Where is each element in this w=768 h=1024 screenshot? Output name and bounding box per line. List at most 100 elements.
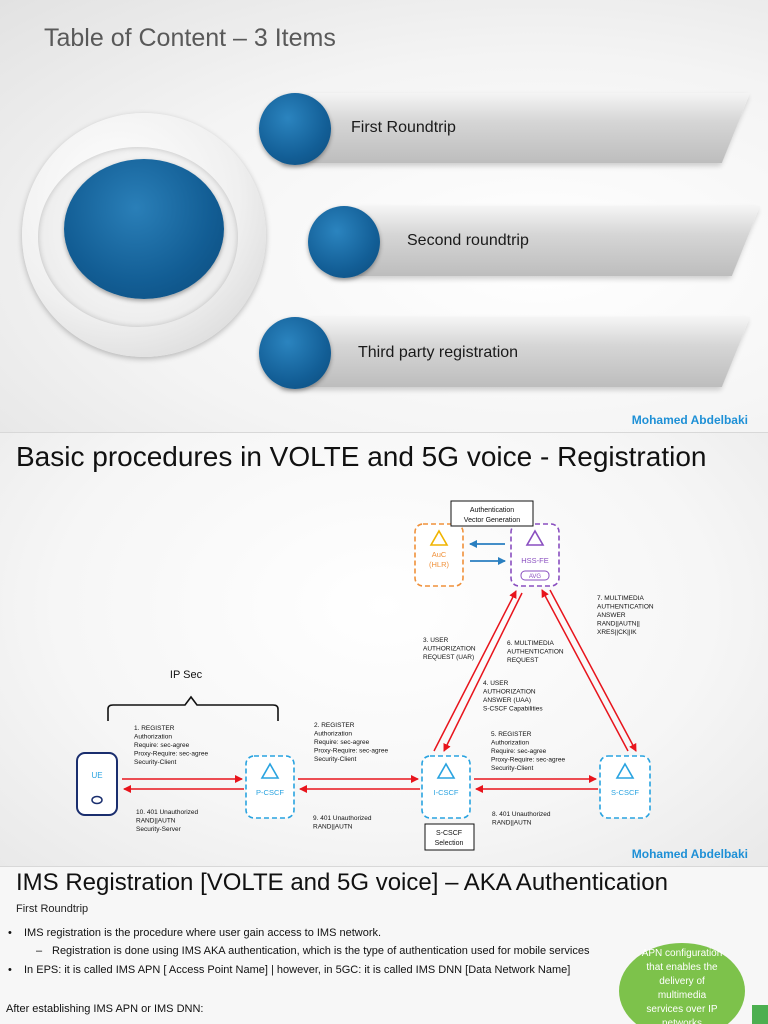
message-line: 5. REGISTER [491,731,532,738]
arrow-3-uar [433,590,517,752]
callout-line: multimedia [657,990,707,1001]
callout-line: that enables the [646,962,718,973]
toc-bullet-1 [259,93,331,165]
slide-title: Table of Content – 3 Items [44,24,336,52]
message-line: RAND||AUTN|| [597,621,640,628]
message-line: Require: sec-agree [491,748,547,755]
toc-bullet-2 [308,206,380,278]
slide-subtitle: First Roundtrip [16,903,89,915]
message-line: 9. 401 Unauthorized [313,815,372,822]
message-line: Authorization [134,734,172,741]
registration-diagram: IP Sec UE P-CSCF I-CSCF S-CSCF [76,500,654,851]
message-line: Authorization [491,740,529,747]
slide-separator [0,432,768,433]
message-line: Proxy-Require: sec-agree [491,757,565,764]
toc-band-2 [331,206,761,276]
hlr-label: (HLR) [429,560,450,569]
toc-item-1: First Roundtrip [351,119,456,136]
message-line: ANSWER (UAA) [483,697,531,704]
message-line: S-CSCF Capabilities [483,706,543,713]
hss-label: HSS-FE [521,556,549,565]
paragraph-text: After establishing IMS APN or IMS DNN: [6,1003,204,1015]
message-line: REQUEST (UAR) [423,654,474,661]
slide-title: Basic procedures in VOLTE and 5G voice -… [16,441,707,472]
message-line: Security-Client [134,759,176,766]
message-line: 7. MULTIMEDIA [597,595,644,602]
message-line: AUTHENTICATION [597,604,654,611]
pcscf-label: P-CSCF [256,788,284,797]
slide-ims-registration: IMS Registration [VOLTE and 5G voice] – … [0,867,768,1024]
triangle-icon [429,529,449,546]
home-button-icon [91,795,103,805]
message-line: Security-Client [314,756,356,763]
toc-item-2: Second roundtrip [407,232,529,249]
scscf-selection-box: S-CSCF Selection [424,823,475,851]
scscf-label: S-CSCF [611,788,639,797]
icscf-label: I-CSCF [434,788,459,797]
callout-line: delivery of [659,976,705,987]
slide-title: IMS Registration [VOLTE and 5G voice] – … [16,869,668,896]
sub-bullet-item: Registration is done using IMS AKA authe… [52,945,590,957]
message-line: XRES||CK||IK [597,629,637,636]
message-line: 2. REGISTER [314,722,355,729]
message-line: Require: sec-agree [314,739,370,746]
svg-text:Vector Generation: Vector Generation [464,517,521,524]
icscf-node: I-CSCF [421,755,471,819]
bullet-marker: • [8,927,12,939]
message-line: 8. 401 Unauthorized [492,811,551,818]
message-line: Authorization [314,731,352,738]
message-line: ANSWER [597,612,626,619]
message-line: 4. USER [483,680,509,687]
toc-bullet-3 [259,317,331,389]
triangle-icon [260,762,280,779]
message-line: Proxy-Require: sec-agree [314,748,388,755]
ue-device: UE [76,752,118,816]
author-label: Mohamed Abdelbaki [631,413,748,427]
message-line: Require: sec-agree [134,742,190,749]
svg-text:S-CSCF: S-CSCF [436,830,462,837]
author-label: Mohamed Abdelbaki [631,847,748,861]
message-line: Security-Client [491,765,533,772]
avg-label: AVG [529,574,542,580]
auc-label: AuC [432,550,447,559]
message-line: 1. REGISTER [134,725,175,732]
message-line: RAND||AUTN [313,824,353,831]
message-line: RAND||AUTN [492,820,532,827]
message-line: REQUEST [507,657,538,664]
message-10-label: 10. 401 UnauthorizedRAND||AUTNSecurity-S… [136,809,199,833]
triangle-icon [436,762,456,779]
message-line: Security-Server [136,826,182,833]
avg-badge [520,570,550,581]
slide-separator [0,866,768,867]
message-line: 6. MULTIMEDIA [507,640,554,647]
decorative-disc [64,159,224,299]
callout-line: networks [661,1018,702,1024]
triangle-icon [525,529,545,546]
arrow-7-maa [549,589,637,752]
slide-table-of-content: Table of Content – 3 Items First Roundtr… [0,0,768,432]
hss-fe-node: HSS-FE AVG [510,523,560,587]
auc-hlr-node: AuC (HLR) [414,523,464,587]
sub-bullet-marker: – [36,945,43,957]
triangle-icon [615,762,635,779]
ue-label: UE [91,771,102,780]
callout-line: services over IP [646,1004,718,1015]
apn-callout: APN configuration that enables the deliv… [619,943,745,1024]
svg-text:Authentication: Authentication [470,507,514,514]
scscf-node: S-CSCF [599,755,651,819]
message-line: 3. USER [423,637,449,644]
message-line: 10. 401 Unauthorized [136,809,199,816]
bullet-item: In EPS: it is called IMS APN [ Access Po… [24,964,571,976]
ipsec-brace [107,695,279,721]
message-line: RAND||AUTN [136,818,176,825]
pcscf-node: P-CSCF [245,755,295,819]
ipsec-label: IP Sec [170,669,203,681]
